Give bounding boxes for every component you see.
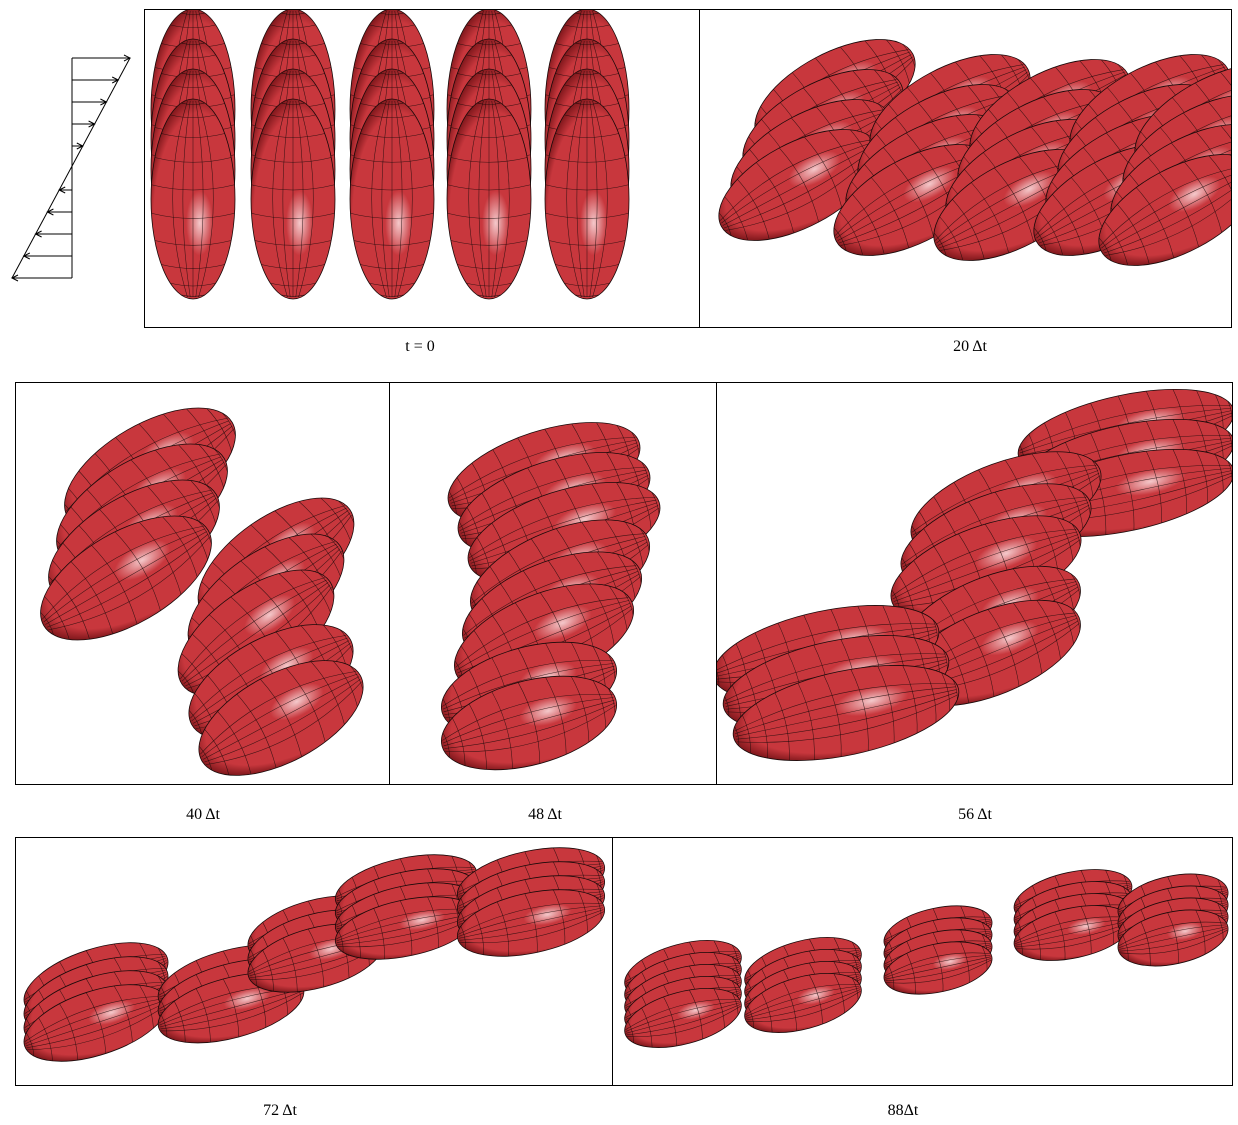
vesicle — [350, 99, 434, 299]
caption-t40: 40 Δt — [186, 806, 220, 824]
vesicles-t72 — [16, 838, 613, 1086]
shear-arrow-head — [100, 99, 106, 105]
vesicles-t20 — [701, 10, 1232, 328]
shear-arrow-head — [36, 231, 42, 237]
vesicles-t0 — [145, 10, 701, 328]
vesicles-t48 — [389, 383, 716, 785]
panel-middle-row — [15, 382, 1233, 785]
vesicles-t56 — [716, 383, 1233, 785]
caption-t88: 88Δt — [888, 1102, 919, 1120]
shear-arrow-head — [124, 55, 130, 61]
caption-t48: 48 Δt — [528, 806, 562, 824]
vesicle — [447, 99, 531, 299]
vesicles-t40 — [16, 383, 389, 785]
shear-arrow-head — [77, 143, 83, 149]
caption-t0: t = 0 — [405, 338, 434, 356]
caption-t56: 56 Δt — [958, 806, 992, 824]
shear-arrow-head — [89, 121, 95, 127]
vesicle — [545, 99, 629, 299]
vesicles-t88 — [613, 838, 1233, 1086]
shear-arrow-head — [59, 187, 65, 193]
shear-arrow-head — [47, 209, 53, 215]
shear-arrow-head — [24, 253, 30, 259]
caption-t20: 20 Δt — [953, 338, 987, 356]
vesicle — [251, 99, 335, 299]
panel-bottom-row — [15, 837, 1233, 1086]
panel-top-row — [144, 9, 1232, 328]
caption-t72: 72 Δt — [263, 1102, 297, 1120]
vesicle — [151, 99, 235, 299]
shear-arrow-head — [12, 275, 18, 281]
shear-arrow-head — [112, 77, 118, 83]
